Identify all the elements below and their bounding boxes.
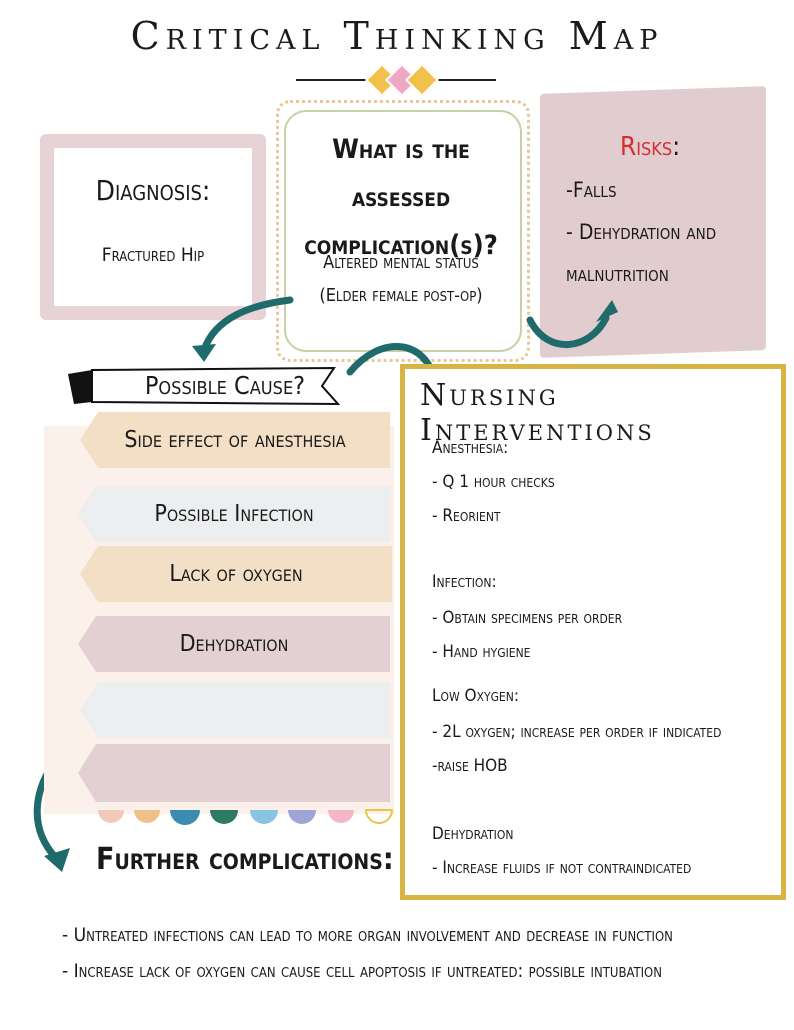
decorative-bowls-icon: [98, 809, 394, 825]
complication-dotted-frame: [276, 100, 530, 362]
arrow-to-risks-icon: [526, 314, 610, 349]
risks-label-text: Risks: [620, 132, 673, 162]
intervention-line: - Q 1 hour checks: [432, 472, 555, 492]
diagnosis-value: Fractured Hip: [101, 244, 205, 266]
further-complication-line: - Increase lack of oxygen can cause cell…: [62, 960, 663, 982]
further-complication-line: - Untreated infections can lead to more …: [62, 924, 673, 946]
arrow-to-interventions-icon: [346, 343, 436, 376]
complication-box: [284, 110, 522, 352]
risk-item: malnutrition: [566, 262, 669, 286]
intervention-line: - Hand hygiene: [432, 642, 531, 662]
diagnosis-label: Diagnosis:: [95, 174, 211, 207]
intervention-line: - Increase fluids if not contraindicated: [432, 858, 692, 878]
risk-item: -Falls: [566, 178, 617, 202]
cause-tag-text: Dehydration: [179, 631, 289, 657]
risk-item: - Dehydration and: [566, 220, 717, 244]
intervention-line: Anesthesia:: [432, 438, 509, 458]
complication-answer-line: (Elder female post-op): [319, 285, 483, 306]
intervention-line: - Reorient: [432, 506, 501, 526]
nursing-interventions-frame: [400, 364, 786, 900]
cause-tag-text: Possible Infection: [154, 501, 314, 527]
risks-label: Risks:: [620, 132, 680, 162]
cause-tag: Dehydration: [78, 616, 390, 672]
cause-tag-text: Lack of oxygen: [169, 561, 303, 587]
intervention-line: - Obtain specimens per order: [432, 608, 623, 628]
complication-question-line: complication(s)?: [304, 230, 498, 261]
page-title: Critical Thinking Map: [130, 14, 664, 58]
cause-tag: [80, 682, 390, 738]
risks-label-colon: :: [672, 132, 681, 162]
cause-tag-text: Side effect of anesthesia: [124, 427, 346, 453]
cause-tag: [78, 744, 390, 802]
further-complications-title: Further complications:: [96, 842, 394, 877]
cause-tag: Lack of oxygen: [80, 546, 392, 602]
nursing-interventions-title: Nursing Interventions: [420, 378, 655, 448]
cause-tag: Side effect of anesthesia: [80, 412, 390, 468]
intervention-line: - 2L oxygen; increase per order if indic…: [432, 722, 722, 742]
possible-cause-label: Possible Cause?: [144, 371, 306, 400]
complication-question: What is the assessed complication(s)?: [286, 126, 516, 270]
intervention-line: -raise HOB: [432, 756, 508, 776]
arrow-to-cause-icon: [200, 296, 294, 354]
complication-answer-line: Altered mental status: [323, 252, 479, 273]
diagnosis-box: [54, 148, 252, 306]
complication-question-line: What is the assessed: [332, 134, 470, 213]
complication-answer: Altered mental status (Elder female post…: [286, 246, 516, 312]
intervention-line: Dehydration: [432, 824, 514, 844]
cause-tag: Possible Infection: [78, 486, 390, 542]
intervention-line: Infection:: [432, 572, 497, 592]
ribbon-banner-icon: [68, 366, 341, 406]
intervention-line: Low Oxygen:: [432, 686, 519, 706]
